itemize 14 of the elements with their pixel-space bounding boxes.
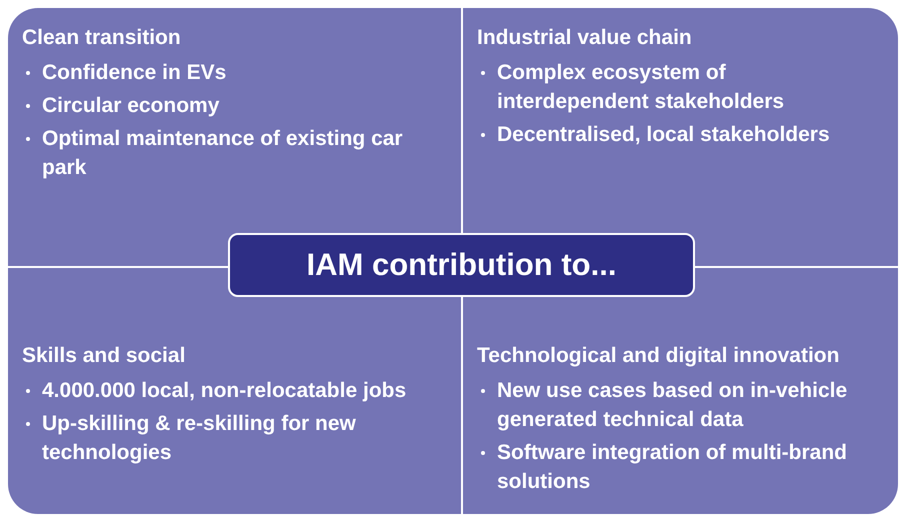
bullet-text: Circular economy bbox=[42, 93, 220, 119]
bullet-text: Complex ecosystem of interdependent stakeholders bbox=[497, 60, 786, 115]
bullet-text: Software integration of multi-brand solutions bbox=[497, 440, 848, 495]
bullet-text: New use cases based on in-vehicle generated technical data bbox=[497, 378, 848, 433]
bullet-text: Up-skilling & re-skilling for new technologies bbox=[42, 411, 357, 466]
bullet-text: Decentralised, local stakeholders bbox=[497, 122, 830, 148]
bullet-text: Optimal maintenance of existing car park bbox=[42, 126, 404, 181]
bullet-text: Confidence in EVs bbox=[42, 60, 226, 86]
panel-heading: Industrial value chain bbox=[477, 26, 693, 50]
title-box: IAM contribution to... bbox=[228, 233, 695, 297]
bullet-text: 4.000.000 local, non-relocatable jobs bbox=[42, 378, 406, 404]
panel-heading: Clean transition bbox=[22, 26, 182, 50]
panel-heading: Technological and digital innovation bbox=[477, 344, 840, 368]
panel-heading: Skills and social bbox=[22, 344, 186, 368]
